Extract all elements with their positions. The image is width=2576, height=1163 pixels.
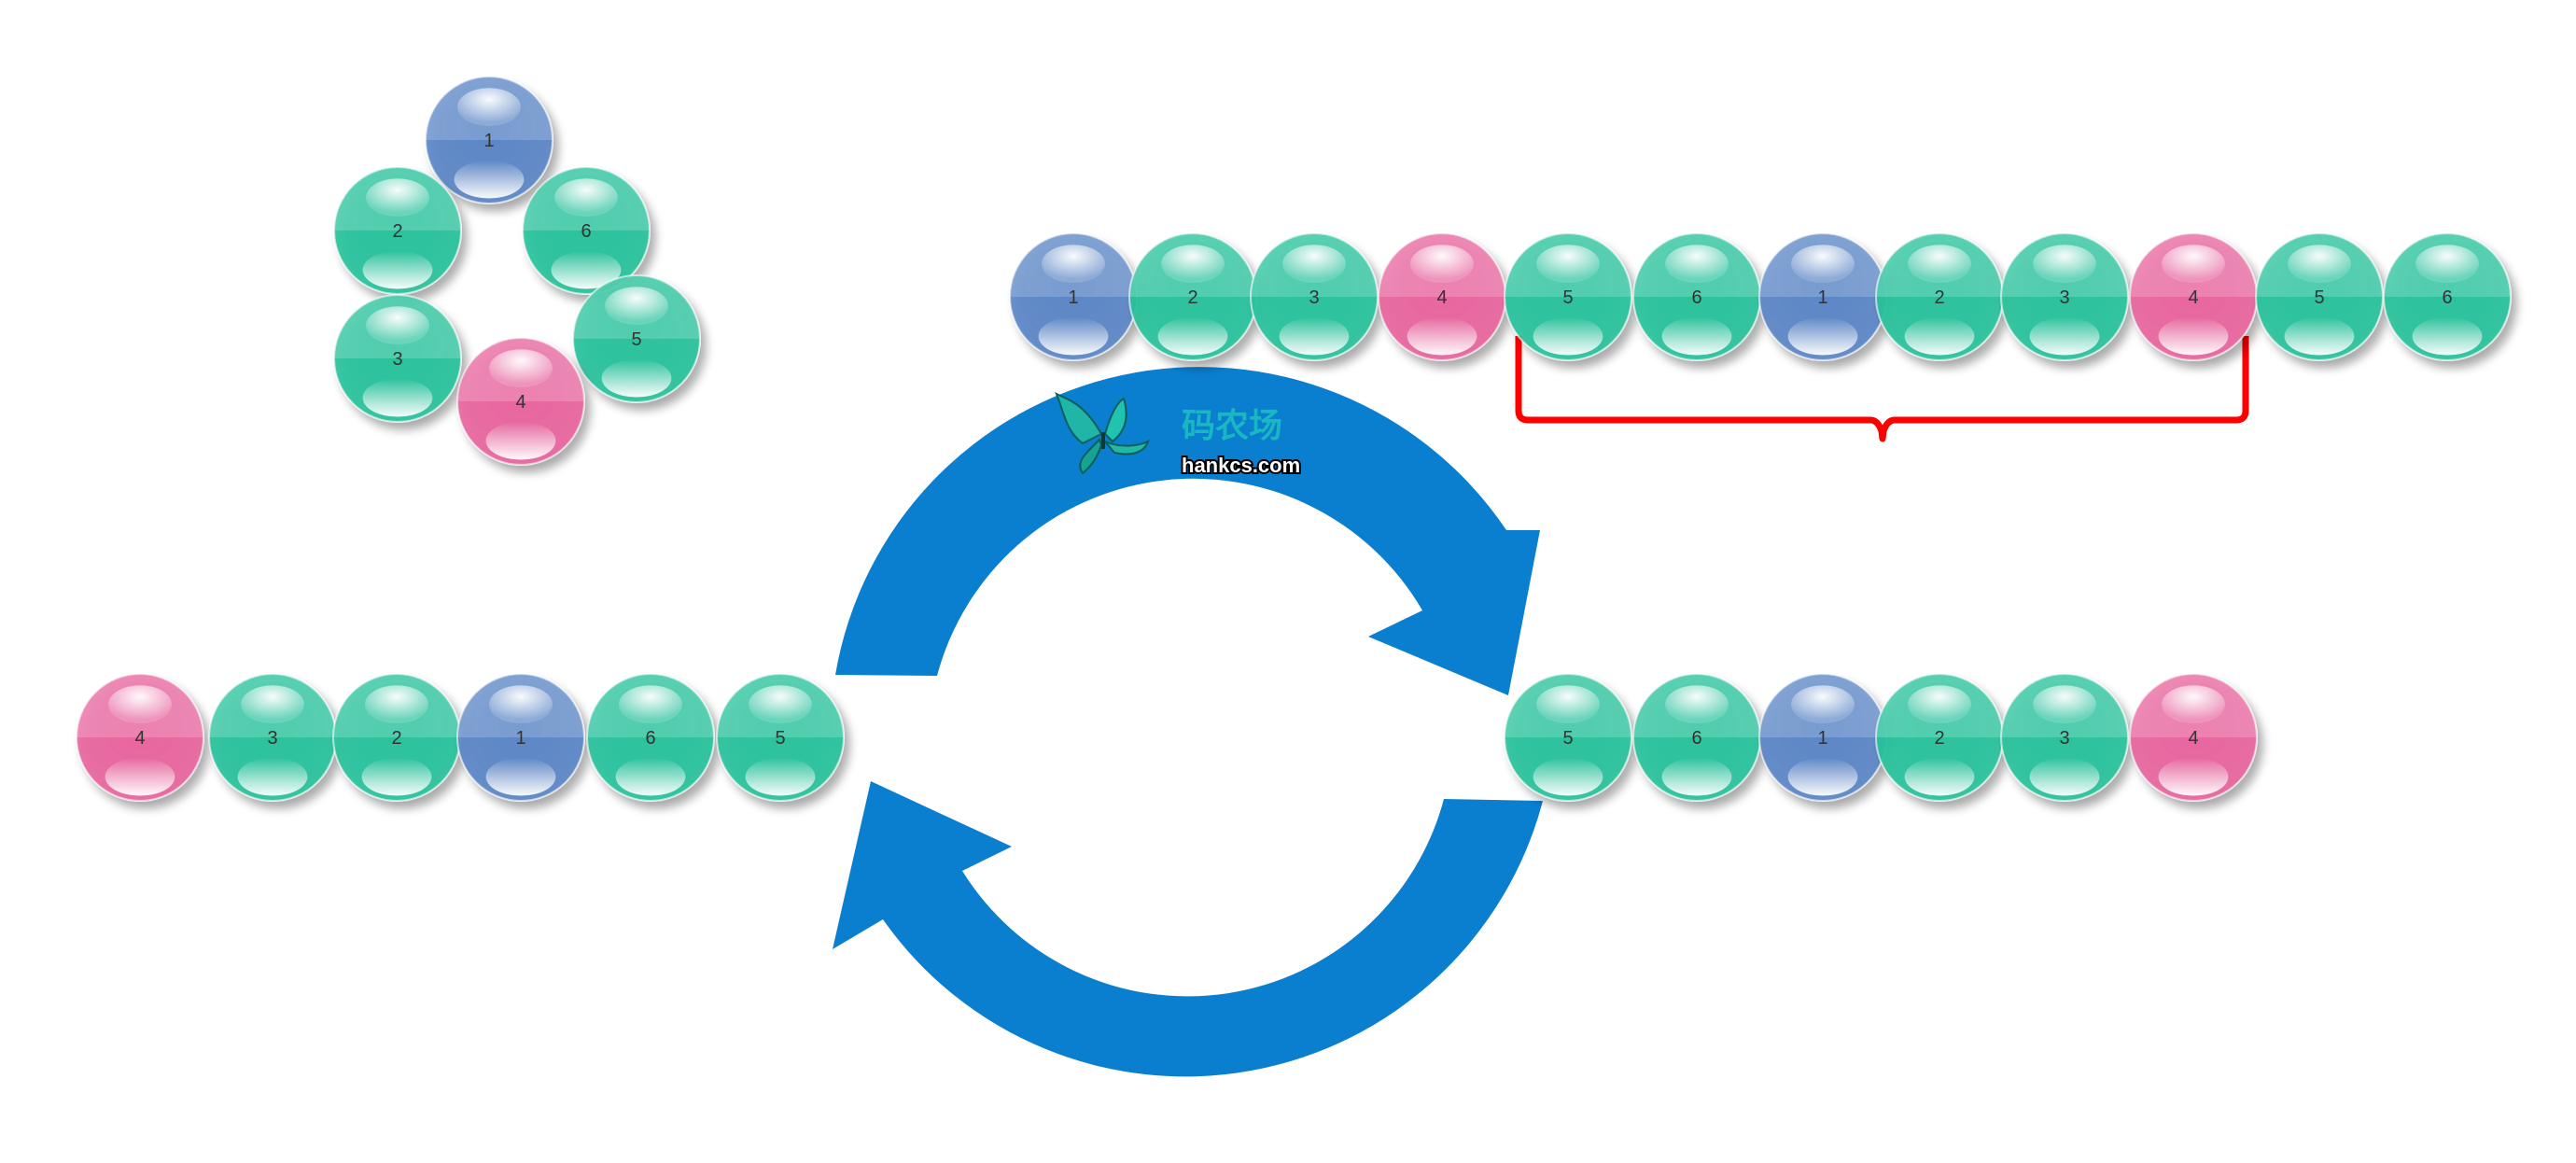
ball-5: 5 <box>2255 232 2384 361</box>
ball-6: 6 <box>1632 673 1761 802</box>
ball-4: 4 <box>2129 673 2258 802</box>
ball-2: 2 <box>1875 673 2004 802</box>
ball-5: 5 <box>1504 673 1632 802</box>
ball-2: 2 <box>1128 232 1257 361</box>
ball-4: 4 <box>456 337 585 466</box>
ball-2: 2 <box>1875 232 2004 361</box>
ball-1: 1 <box>1758 673 1887 802</box>
ball-label: 5 <box>631 329 641 350</box>
ball-label: 6 <box>2442 287 2452 308</box>
ball-3: 3 <box>2000 232 2129 361</box>
ball-label: 3 <box>2059 287 2069 308</box>
ball-4: 4 <box>2129 232 2258 361</box>
ball-2: 2 <box>333 166 462 295</box>
ball-5: 5 <box>572 274 701 403</box>
left-row: 4 3 2 1 6 5 <box>76 673 845 802</box>
ball-1: 1 <box>456 673 585 802</box>
ball-6: 6 <box>1632 232 1761 361</box>
top-cycle-arrow <box>835 367 1540 695</box>
ball-4: 4 <box>1378 232 1506 361</box>
ball-label: 2 <box>1934 728 1944 749</box>
ball-label: 5 <box>775 728 785 749</box>
ball-label: 6 <box>645 728 655 749</box>
ball-label: 4 <box>1436 287 1447 308</box>
ball-label: 6 <box>1691 728 1701 749</box>
ball-6: 6 <box>522 166 651 295</box>
ball-label: 2 <box>1934 287 1944 308</box>
ball-4: 4 <box>76 673 204 802</box>
ball-1: 1 <box>1758 232 1887 361</box>
cycle-arrows <box>833 367 1543 1077</box>
ball-label: 4 <box>134 728 145 749</box>
ball-5: 5 <box>716 673 845 802</box>
ball-3: 3 <box>208 673 337 802</box>
ball-label: 5 <box>1562 287 1573 308</box>
ball-label: 6 <box>581 221 591 242</box>
ball-5: 5 <box>1504 232 1632 361</box>
ball-label: 4 <box>515 392 525 413</box>
ball-3: 3 <box>333 294 462 423</box>
ball-3: 3 <box>2000 673 2129 802</box>
butterfly-icon <box>1055 391 1150 475</box>
ball-label: 3 <box>392 349 402 370</box>
ball-2: 2 <box>332 673 461 802</box>
bottom-cycle-arrow <box>833 781 1543 1077</box>
ball-label: 5 <box>2314 287 2324 308</box>
ball-1: 1 <box>1009 232 1138 361</box>
ball-label: 4 <box>2188 287 2198 308</box>
ring-of-balls: 1 2 6 3 5 4 <box>333 76 701 466</box>
ball-label: 6 <box>1691 287 1701 308</box>
right-row: 5 6 1 2 3 4 <box>1504 673 2258 802</box>
ball-label: 5 <box>1562 728 1573 749</box>
ball-label: 1 <box>1068 287 1078 308</box>
ball-label: 2 <box>392 221 402 242</box>
watermark-title: 码农场 <box>1182 406 1282 444</box>
ball-label: 1 <box>1817 287 1827 308</box>
ball-label: 3 <box>267 728 277 749</box>
watermark-url: hankcs.com <box>1182 454 1300 477</box>
ball-1: 1 <box>425 76 553 204</box>
ball-3: 3 <box>1250 232 1379 361</box>
ball-label: 2 <box>391 728 401 749</box>
doubled-row: 1 2 3 4 5 6 1 2 3 4 5 6 <box>1009 232 2512 361</box>
ball-label: 1 <box>483 131 494 151</box>
window-bracket <box>1515 336 2249 442</box>
watermark: 码农场 hankcs.com <box>1055 391 1302 479</box>
ball-6: 6 <box>586 673 715 802</box>
ball-label: 2 <box>1187 287 1197 308</box>
ball-label: 4 <box>2188 728 2198 749</box>
ball-label: 1 <box>1817 728 1827 749</box>
ball-label: 1 <box>515 728 525 749</box>
ball-label: 3 <box>1309 287 1319 308</box>
ball-6: 6 <box>2383 232 2512 361</box>
ball-label: 3 <box>2059 728 2069 749</box>
